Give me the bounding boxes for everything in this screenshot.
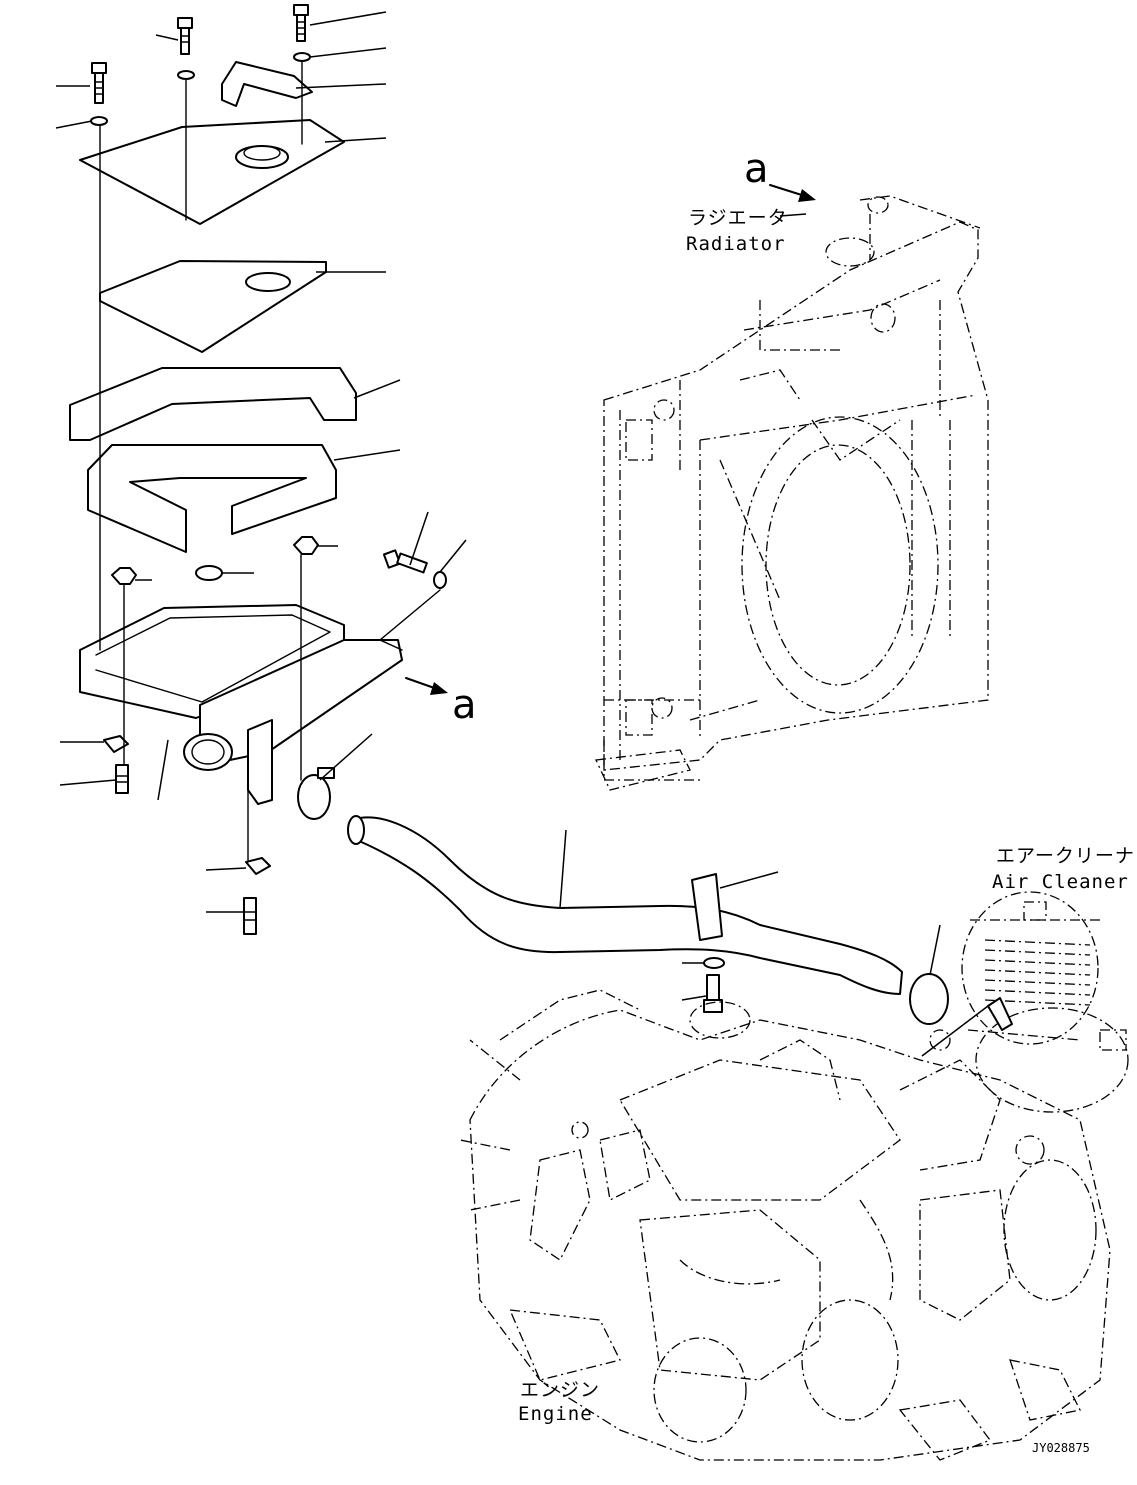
air-cleaner-label-jp: エアークリーナ — [996, 845, 1135, 867]
engine-outline — [459, 989, 1111, 1461]
bolt-icon — [115, 764, 129, 794]
bolt-icon — [243, 897, 257, 935]
washer-icon — [703, 957, 725, 969]
spacer-icon — [195, 565, 223, 581]
bolt-icon — [382, 549, 447, 589]
nut-icon — [111, 567, 137, 585]
washer-icon — [177, 70, 195, 80]
sensor-icon — [987, 997, 1013, 1031]
washer-icon — [90, 116, 108, 126]
hose-clamp-icon — [909, 973, 949, 1025]
engine-label-jp: エンジン — [520, 1379, 600, 1401]
view-a-label-top: a — [744, 146, 769, 192]
radiator-label-jp: ラジエータ — [688, 207, 788, 229]
bolt-icon — [91, 62, 107, 104]
bolt-icon — [177, 17, 193, 55]
air-cleaner-outline — [961, 891, 1129, 1113]
washer-icon — [293, 52, 311, 62]
clamp-plate-icon — [103, 735, 129, 753]
radiator-outline — [595, 195, 989, 791]
clamp-plate-icon — [245, 857, 271, 875]
view-a-label-side: a — [452, 682, 477, 728]
cover-plate — [79, 119, 345, 225]
bracket-icon — [221, 61, 313, 107]
bolt-icon — [703, 974, 723, 1013]
intake-hose — [347, 815, 949, 1025]
seal-upper — [69, 367, 357, 441]
nut-icon — [293, 536, 319, 555]
bolt-icon — [293, 4, 309, 42]
radiator-label-en: Radiator — [686, 233, 786, 255]
outlet-pipe — [183, 733, 233, 771]
hose-clamp-icon — [297, 774, 331, 820]
hose-band — [691, 873, 723, 941]
seal-lower — [87, 444, 337, 553]
gasket-sheet — [99, 260, 327, 353]
cover-assembly — [55, 4, 467, 935]
air-cleaner-label-en: Air Cleaner — [992, 871, 1129, 893]
engine-label-en: Engine — [518, 1403, 593, 1425]
drawing-code: JY028875 — [1032, 1441, 1090, 1455]
